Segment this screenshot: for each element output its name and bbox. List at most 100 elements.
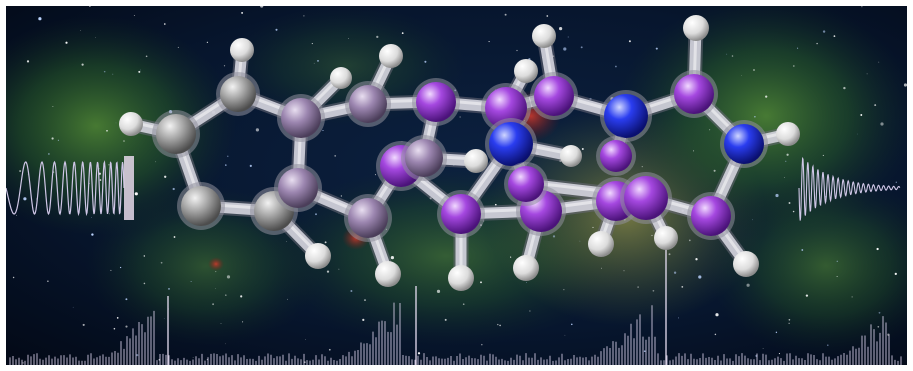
star	[579, 240, 581, 242]
star	[504, 13, 507, 16]
star	[836, 276, 838, 278]
star	[19, 170, 21, 172]
star	[168, 288, 170, 290]
violet-atom	[441, 194, 481, 234]
star	[563, 289, 565, 291]
star	[715, 313, 719, 317]
star	[82, 323, 85, 326]
star	[741, 75, 742, 76]
star	[376, 35, 379, 39]
star	[698, 275, 702, 279]
gray-atom	[220, 76, 256, 112]
star	[731, 55, 734, 57]
star	[136, 354, 139, 357]
star	[140, 69, 141, 71]
star	[116, 317, 119, 319]
star	[877, 325, 880, 328]
star	[23, 197, 27, 201]
star	[16, 214, 17, 216]
star	[57, 139, 59, 141]
star	[51, 137, 54, 140]
star	[785, 160, 787, 162]
star	[338, 268, 340, 270]
star	[775, 193, 779, 198]
hydrogen-atom	[588, 231, 614, 257]
star	[866, 73, 868, 75]
star	[362, 318, 365, 322]
star	[833, 35, 836, 37]
star	[192, 357, 194, 358]
signal-decay-right	[798, 156, 901, 221]
star	[328, 348, 331, 351]
star	[762, 348, 764, 349]
star	[348, 38, 349, 39]
star	[226, 275, 231, 279]
hydrogen-atom	[532, 24, 556, 48]
hydrogen-atom	[733, 251, 759, 277]
star	[857, 133, 858, 135]
star	[788, 318, 791, 321]
star	[287, 298, 288, 300]
star	[637, 286, 639, 288]
star	[746, 283, 750, 287]
star	[851, 296, 853, 298]
star	[714, 333, 717, 336]
violet-atom	[508, 166, 544, 202]
star	[792, 65, 795, 67]
star	[99, 179, 102, 181]
star	[510, 256, 512, 258]
star	[786, 153, 789, 156]
star	[652, 289, 655, 292]
hydrogen-atom	[330, 67, 352, 89]
star	[80, 30, 82, 31]
star	[788, 322, 790, 324]
star	[592, 226, 594, 228]
molecule-model	[119, 15, 800, 291]
star	[788, 202, 791, 204]
star	[695, 258, 698, 261]
star	[95, 37, 96, 38]
pale-atom	[405, 139, 443, 177]
star	[843, 86, 846, 90]
star	[125, 298, 128, 301]
hydrogen-atom	[464, 149, 488, 173]
star	[668, 253, 671, 256]
star	[481, 343, 483, 346]
star	[324, 241, 327, 244]
violet-atom	[534, 76, 574, 116]
pale-atom	[281, 98, 321, 138]
star	[390, 256, 394, 260]
star	[374, 174, 376, 176]
star	[115, 122, 117, 124]
star	[822, 154, 824, 156]
star	[311, 43, 313, 45]
star	[350, 290, 353, 292]
star	[878, 61, 880, 63]
star	[709, 129, 711, 131]
star	[529, 310, 531, 312]
astro-molecule-image	[6, 6, 907, 365]
star	[155, 161, 157, 163]
star	[164, 23, 166, 25]
star	[688, 239, 691, 242]
star	[112, 73, 114, 75]
star	[224, 343, 226, 345]
star	[552, 235, 556, 238]
star	[172, 187, 175, 191]
signal-wave-left	[6, 156, 134, 220]
star	[22, 362, 24, 364]
star	[726, 53, 728, 55]
star	[525, 282, 527, 283]
gray-atom	[156, 114, 196, 154]
star	[417, 352, 421, 355]
star	[792, 210, 795, 213]
star	[488, 41, 490, 43]
star	[305, 339, 306, 340]
star	[334, 155, 337, 157]
star	[459, 116, 461, 118]
star	[249, 164, 252, 167]
pale-atom	[348, 198, 388, 238]
star	[163, 318, 165, 319]
star	[286, 241, 287, 242]
star	[615, 65, 617, 68]
